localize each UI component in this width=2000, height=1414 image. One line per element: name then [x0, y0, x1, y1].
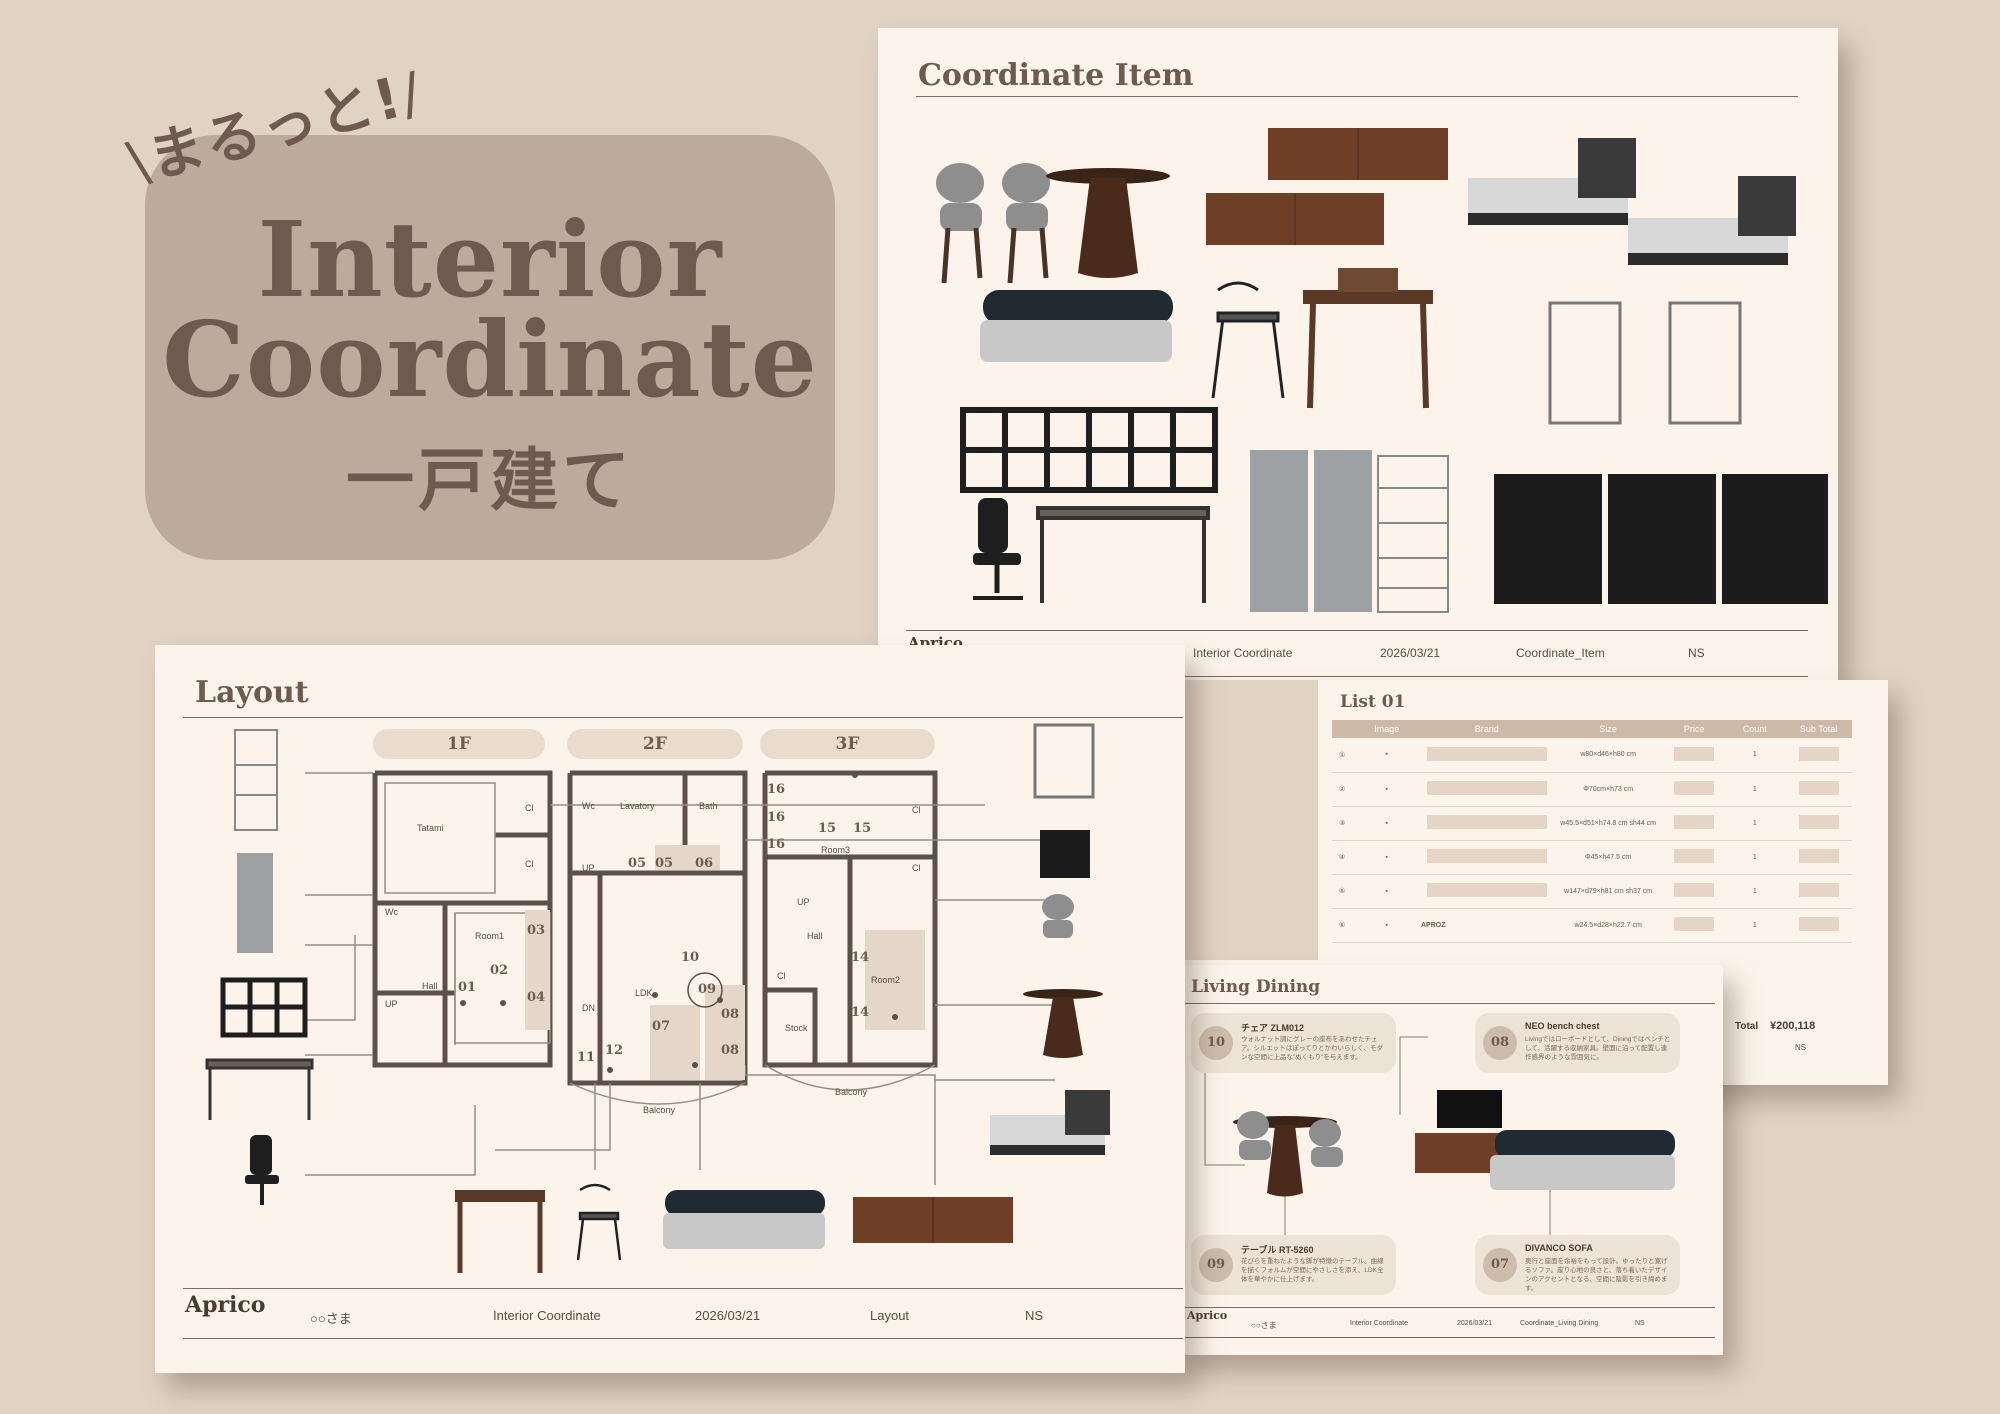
living-dining-scene [1204, 1036, 1675, 1235]
metal-rack-illustration [1377, 455, 1449, 613]
layout-sheet: Layout 1F 2F 3F [155, 645, 1185, 1373]
col-image: Image [1352, 720, 1421, 738]
col-count: Count [1724, 720, 1786, 738]
floor-2f-label: 2F [567, 729, 743, 759]
bed-illustration [990, 1090, 1110, 1155]
fridge-illustration [1250, 450, 1372, 612]
sheet-title: Layout [195, 675, 309, 710]
footer-initials: NS [1025, 1308, 1044, 1323]
footer-date: 2026/03/21 [695, 1308, 761, 1323]
footer-date: 2026/03/21 [1457, 1320, 1493, 1327]
layout-furniture [205, 723, 1110, 1273]
table-illustration [1023, 989, 1103, 1058]
footer-page: Coordinate_Item [1516, 646, 1605, 660]
office-chair-illustration [973, 498, 1023, 600]
sofa-illustration [1495, 1130, 1675, 1158]
floor-3f-label: 3F [760, 729, 935, 759]
item-list-table: Image Brand Size Price Count Sub Total ①… [1332, 720, 1852, 943]
sheet-title: List 01 [1340, 692, 1406, 712]
living-dining-sheet: Living Dining 10 チェア ZLM012 ウォルナット調にグレーの… [1175, 965, 1723, 1355]
footer-initials: NS [1795, 1043, 1807, 1052]
col-size: Size [1552, 720, 1664, 738]
bed-illustration [1468, 138, 1796, 265]
table-illustration [1046, 168, 1170, 278]
cube-shelf-illustration [960, 407, 1218, 493]
hero-title: Interior Coordinate [145, 198, 835, 421]
note-card: 10 チェア ZLM012 ウォルナット調にグレーの座布をあわせたチェア。シルエ… [1191, 1013, 1396, 1073]
office-chair-illustration [245, 1135, 279, 1205]
footer-project: Interior Coordinate [1350, 1320, 1408, 1327]
footer-page: Coordinate_Living Dining [1520, 1320, 1599, 1327]
total-value: ¥200,118 [1770, 1020, 1816, 1032]
footer-project: Interior Coordinate [493, 1308, 601, 1323]
table-illustration [1267, 1125, 1303, 1197]
sheet-title: Living Dining [1191, 977, 1321, 997]
desk-illustration [1303, 268, 1433, 409]
chair-illustration [1237, 1111, 1343, 1167]
metal-rack-illustration [234, 729, 278, 831]
col-price: Price [1663, 720, 1725, 738]
fridge-illustration [237, 853, 273, 953]
brand-logo: Aprico [185, 1292, 266, 1318]
brand-logo: Aprico [1187, 1309, 1228, 1322]
hero-subtitle: 一戸建て [345, 442, 634, 521]
chair-illustration [936, 163, 1050, 284]
note-card: 07 DIVANCO SOFA 奥行と座面を余裕をもって設計。ゆったりと寛げるソ… [1475, 1235, 1680, 1295]
cube-shelf-illustration [220, 977, 308, 1038]
footer-client: ○○さま [1251, 1321, 1277, 1330]
hanger-rack-illustration [1033, 723, 1095, 799]
list-sheet-shadow-area [1180, 680, 1318, 960]
floor-plan [305, 770, 1055, 1185]
note-card: 08 NEO bench chest Livingではローボードとして、Dini… [1475, 1013, 1680, 1073]
sheet-title: Coordinate Item [918, 58, 1194, 93]
note-card: 09 テーブル RT-5260 花びらを重ねたような脚が特徴のテーブル。曲線を描… [1191, 1235, 1396, 1295]
chair-illustration [1042, 894, 1074, 938]
work-desk-illustration [205, 1058, 314, 1120]
col-subtotal: Sub Total [1785, 720, 1852, 738]
col-no [1332, 720, 1353, 738]
footer-date: 2026/03/21 [1380, 646, 1441, 660]
sofa-illustration [980, 290, 1173, 362]
floor-1f-label: 1F [373, 729, 545, 759]
coordinate-item-sheet: Coordinate Item [878, 28, 1838, 688]
desk-illustration [455, 1190, 545, 1273]
tv-illustration [1437, 1090, 1502, 1128]
dining-chair-illustration [1211, 281, 1285, 399]
total-label: Total [1735, 1021, 1759, 1032]
hanger-rack-illustration [1548, 301, 1742, 425]
chest-illustration [1494, 474, 1828, 604]
footer-client: ○○さま [310, 1311, 352, 1326]
work-desk-illustration [1036, 506, 1210, 603]
chest-illustration [1040, 830, 1090, 878]
hero-badge [145, 135, 835, 560]
hero-title-line1: Interior [257, 198, 723, 321]
col-brand: Brand [1421, 720, 1553, 738]
footer-initials: NS [1635, 1320, 1645, 1327]
hero-title-line2: Coordinate [162, 298, 818, 421]
footer-project: Interior Coordinate [1193, 646, 1293, 660]
sofa-illustration [663, 1190, 825, 1249]
footer-page: Layout [870, 1308, 910, 1323]
dining-chair-illustration [576, 1183, 622, 1261]
furniture-collage [936, 128, 1828, 613]
footer-initials: NS [1688, 646, 1705, 660]
